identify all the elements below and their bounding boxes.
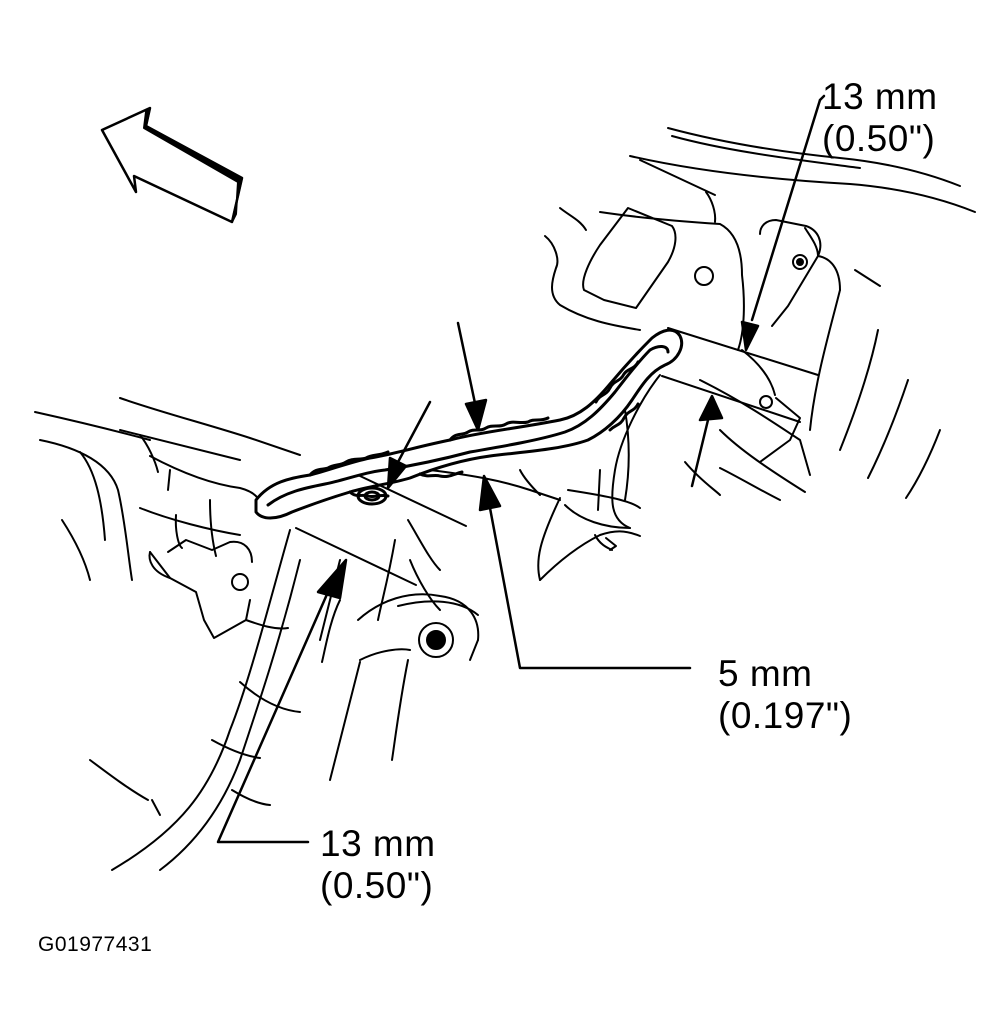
front-direction-arrow-icon xyxy=(100,106,244,224)
sealant-bead xyxy=(254,328,684,520)
lower-structure xyxy=(111,409,641,871)
callout-label-bottom-left: 13 mm (0.50") xyxy=(320,823,436,907)
callout-arrows xyxy=(216,94,826,844)
callout-imperial: (0.197") xyxy=(718,695,853,736)
callout-label-top-right: 13 mm (0.50") xyxy=(822,76,938,160)
dimension-lines-right xyxy=(661,327,819,423)
callout-imperial: (0.50") xyxy=(320,865,434,906)
callout-imperial: (0.50") xyxy=(822,118,936,159)
left-panel xyxy=(34,397,301,816)
dimension-lines-left xyxy=(295,475,467,586)
callout-metric: 13 mm xyxy=(822,76,938,117)
callout-label-middle-right: 5 mm (0.197") xyxy=(718,653,852,737)
upper-panel xyxy=(544,127,976,529)
callout-metric: 13 mm xyxy=(320,823,436,864)
callout-metric: 5 mm xyxy=(718,653,813,694)
figure-id: G01977431 xyxy=(38,933,153,956)
